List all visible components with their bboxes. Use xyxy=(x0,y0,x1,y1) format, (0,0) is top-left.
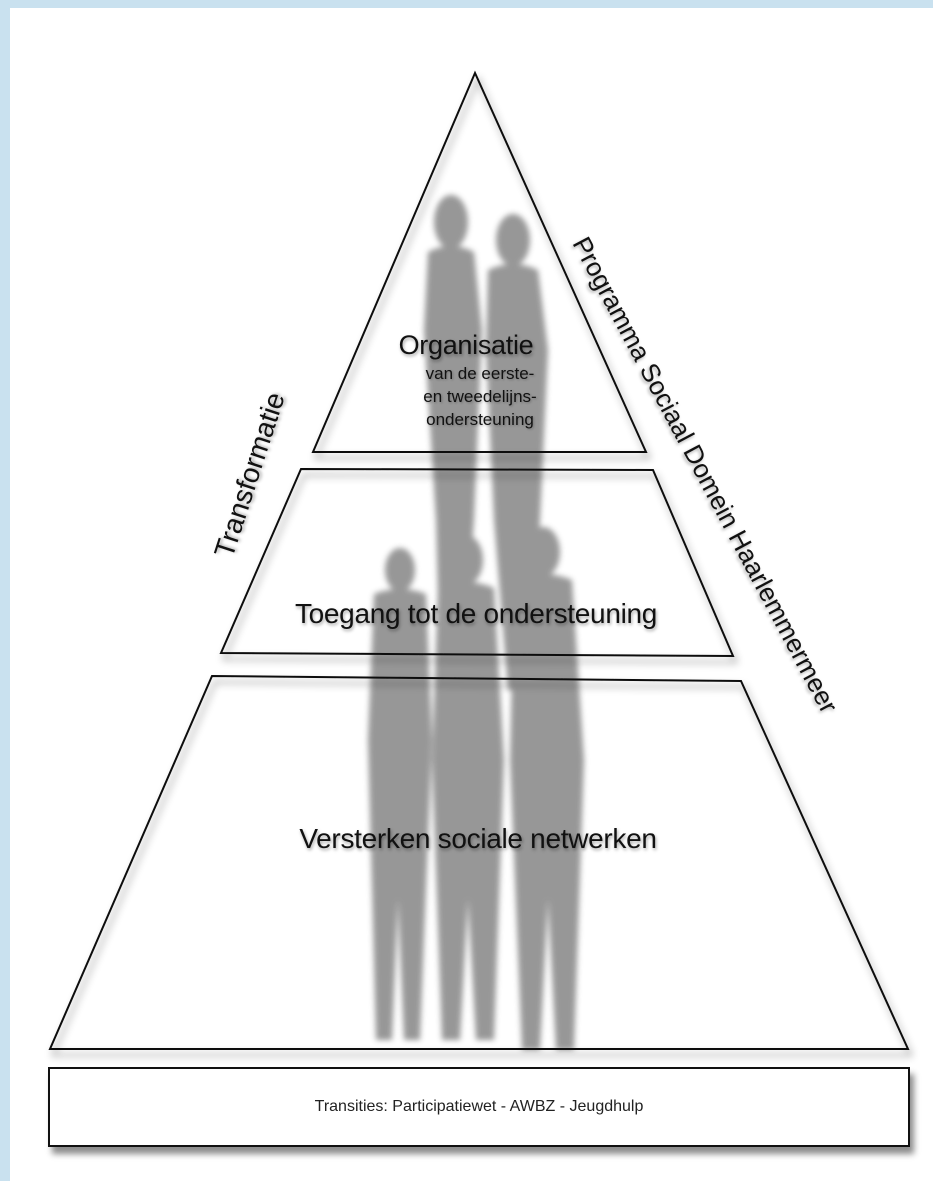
child-figure-right xyxy=(510,527,584,1050)
pyramid-base-tier xyxy=(48,674,910,1050)
child-figure-middle xyxy=(432,535,504,1040)
top-tier-subtitle-line: ondersteuning xyxy=(426,410,534,429)
base-tier-title: Versterken sociale netwerken xyxy=(299,823,657,854)
foundation-box: Transities: Participatiewet - AWBZ - Jeu… xyxy=(48,1067,910,1147)
top-tier-title: Organisatie xyxy=(398,330,534,360)
top-tier-subtitle-line: en tweedelijns- xyxy=(423,387,537,406)
top-tier-subtitle: van de eerste- en tweedelijns- ondersteu… xyxy=(423,362,536,431)
foundation-text: Transities: Participatiewet - AWBZ - Jeu… xyxy=(314,1098,644,1115)
top-tier-subtitle-line: van de eerste- xyxy=(425,364,535,383)
middle-tier-title: Toegang tot de ondersteuning xyxy=(294,598,658,629)
pyramid-middle-tier xyxy=(219,467,735,658)
pyramid-top-tier xyxy=(311,70,648,453)
family-silhouette xyxy=(368,195,584,1050)
child-figure-left xyxy=(368,548,432,1040)
